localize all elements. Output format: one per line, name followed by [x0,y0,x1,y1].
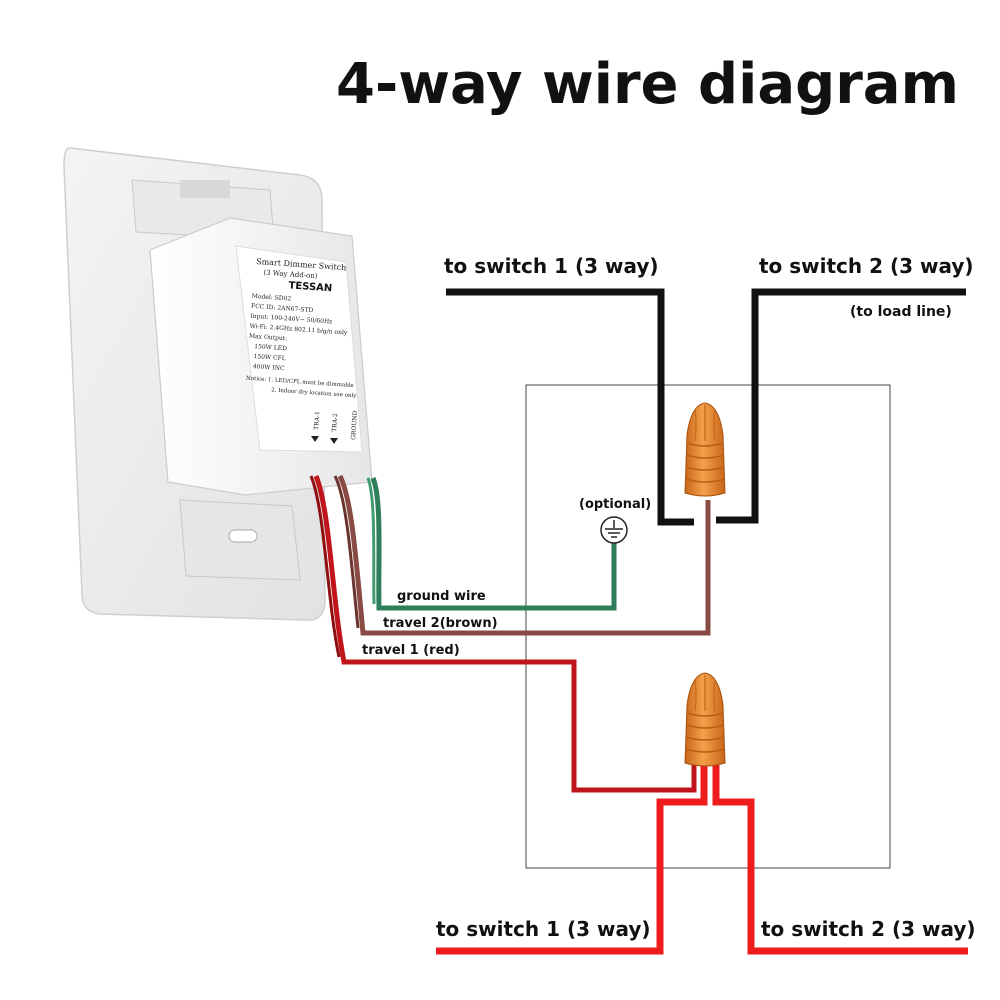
device-brand-logo: TESSAN [288,280,332,294]
label-top-switch2: to switch 2 (3 way) [759,254,974,278]
label-bottom-switch1: to switch 1 (3 way) [436,917,651,941]
ground-symbol-icon [600,516,628,544]
ground-wire [370,477,617,611]
junction-box-outline [525,384,891,869]
diagram-title: 4-way wire diagram [336,52,959,117]
label-top-switch1: to switch 1 (3 way) [444,254,659,278]
travel2-wire [337,474,711,636]
terminal-arrow-1 [311,436,319,442]
device-subtitle: (3 Way Add-on) [263,269,318,281]
device-max-output: Max Output: [249,333,288,343]
device-fcc: FCC ID: 2AN67-STD [251,303,314,314]
label-optional: (optional) [579,497,651,512]
bracket-screw-slot [228,529,258,543]
bright-red-wire-switch1 [436,760,708,955]
terminal-label-ground: GROUND [350,410,359,440]
terminal-arrow-2 [330,438,338,444]
ground-wire-light [366,477,376,605]
terminal-label-tra2: TRA-2 [331,413,339,432]
smart-dimmer-device: Smart Dimmer Switch (3 Way Add-on) TESSA… [63,147,373,621]
terminal-label-tra1: TRA-1 [313,411,321,430]
device-inc: 400W INC [253,363,286,372]
device-led: 150W LED [254,343,287,352]
travel1-wire [313,475,697,793]
device-label-sticker [235,245,363,453]
label-bottom-switch2: to switch 2 (3 way) [761,917,976,941]
bright-red-wire-switch2 [712,760,968,955]
device-cfl: 150W CFL [253,353,286,362]
label-travel1: travel 1 (red) [362,643,460,658]
label-load-line: (to load line) [850,304,952,320]
wire-nut-icon [684,672,726,767]
black-wire-switch2 [716,288,966,524]
travel2-wire-shade [333,475,360,629]
wire-nut-icon [684,402,726,497]
label-ground-wire: ground wire [397,589,486,604]
travel1-wire-shade [309,475,341,658]
bracket-slot-top [180,180,230,198]
label-travel2: travel 2(brown) [383,616,498,631]
device-notice-2: 2. Indoor dry location use only [271,387,357,399]
black-wire-switch1 [446,288,694,526]
device-model: Model: SD02 [251,293,291,303]
